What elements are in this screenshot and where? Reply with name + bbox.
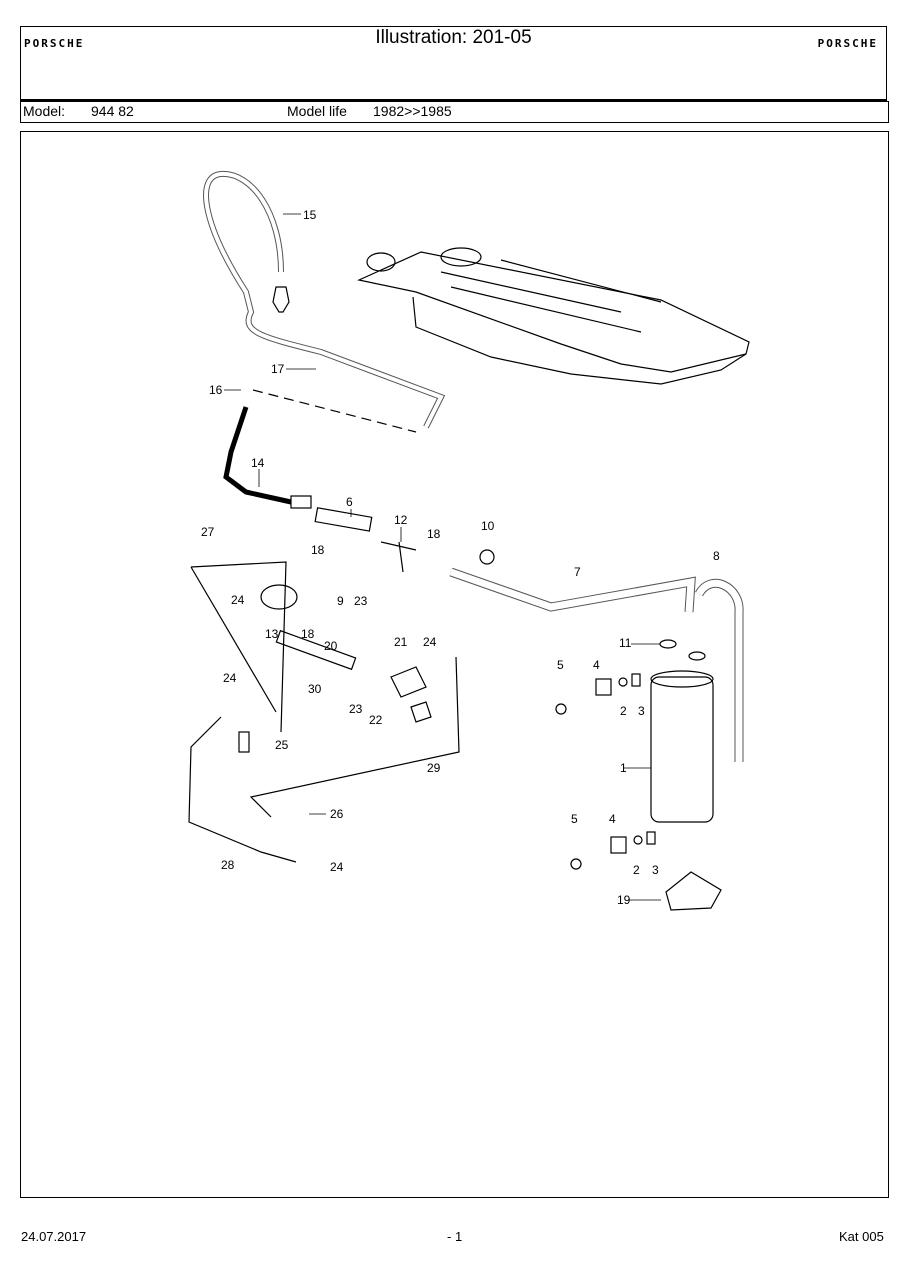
callout-24c: 24 <box>223 671 237 685</box>
callout-8: 8 <box>713 549 720 563</box>
callout-17: 17 <box>271 362 285 376</box>
callout-5a: 5 <box>557 658 564 672</box>
bracket-4-lower <box>610 836 627 854</box>
sleeve-3-lower <box>646 831 656 845</box>
nut-2-upper <box>618 677 628 687</box>
callout-22: 22 <box>369 713 383 727</box>
model-life-value: 1982>>1985 <box>373 103 452 119</box>
callout-3b: 3 <box>652 863 659 877</box>
valve-13 <box>260 584 298 610</box>
callout-1: 1 <box>620 761 627 775</box>
bracket-22 <box>410 701 432 723</box>
callout-4b: 4 <box>609 812 616 826</box>
line-27 <box>190 561 287 733</box>
hose-14 <box>223 406 292 505</box>
callout-7: 7 <box>574 565 581 579</box>
callout-19: 19 <box>617 893 631 907</box>
callout-23a: 23 <box>354 594 368 608</box>
header: PORSCHE Illustration: 201-05 PORSCHE <box>20 26 887 101</box>
fuel-tank-lower <box>412 296 747 385</box>
canister-1 <box>650 676 714 823</box>
tank-filler <box>366 252 396 272</box>
porsche-logo-right: PORSCHE <box>817 37 878 50</box>
ring-11 <box>659 639 677 649</box>
callout-5b: 5 <box>571 812 578 826</box>
hose-6 <box>314 507 373 532</box>
leader-lines <box>224 213 661 901</box>
callout-4a: 4 <box>593 658 600 672</box>
bolt-5-lower <box>570 858 582 870</box>
illustration-title: Illustration: 201-05 <box>375 27 532 48</box>
callout-13: 13 <box>265 627 279 641</box>
fuel-tank <box>357 251 750 373</box>
hose-30 <box>275 629 357 671</box>
tee-12 <box>380 541 417 573</box>
footer-page: - 1 <box>447 1229 463 1244</box>
callout-18b: 18 <box>311 543 325 557</box>
callout-25: 25 <box>275 738 289 752</box>
callout-21: 21 <box>394 635 408 649</box>
hose-8 <box>695 578 744 762</box>
switch-25 <box>238 731 250 753</box>
bolt-5-upper <box>555 703 567 715</box>
callout-20: 20 <box>324 639 338 653</box>
callout-2a: 2 <box>620 704 627 718</box>
clamp-19 <box>665 871 722 911</box>
valve-21 <box>390 666 427 698</box>
callout-28: 28 <box>221 858 235 872</box>
grommet-10 <box>479 549 495 565</box>
sleeve-3-upper <box>631 673 641 687</box>
callout-3a: 3 <box>638 704 645 718</box>
callout-10: 10 <box>481 519 495 533</box>
callout-16: 16 <box>209 383 223 397</box>
callout-11: 11 <box>619 636 632 650</box>
bracket-4-upper <box>595 678 612 696</box>
callout-29: 29 <box>427 761 441 775</box>
callout-30: 30 <box>308 682 322 696</box>
callout-24d: 24 <box>330 860 344 874</box>
footer-catalog: Kat 005 <box>839 1229 884 1244</box>
callout-27: 27 <box>201 525 215 539</box>
hose-15 <box>203 170 446 429</box>
callout-18a: 18 <box>427 527 441 541</box>
callout-12: 12 <box>394 513 408 527</box>
porsche-logo-left: PORSCHE <box>24 37 85 50</box>
line-29 <box>249 656 460 818</box>
callout-24b: 24 <box>423 635 437 649</box>
callout-6: 6 <box>346 495 353 509</box>
callout-labels: 15 17 16 14 6 12 18 10 8 27 18 9 23 7 24… <box>201 208 720 907</box>
callout-23b: 23 <box>349 702 363 716</box>
model-label: Model: <box>23 103 66 119</box>
parts-diagram: 15 17 16 14 6 12 18 10 8 27 18 9 23 7 24… <box>20 131 889 1198</box>
nut-2-lower <box>633 835 643 845</box>
callout-18c: 18 <box>301 627 315 641</box>
model-life-label: Model life <box>287 103 347 119</box>
callout-9: 9 <box>337 594 344 608</box>
callout-2b: 2 <box>633 863 640 877</box>
callout-26: 26 <box>330 807 344 821</box>
model-value: 944 82 <box>91 103 134 119</box>
footer-date: 24.07.2017 <box>21 1229 87 1244</box>
model-bar: Model: 944 82 Model life 1982>>1985 <box>20 101 889 123</box>
parts-diagram-drawing: 15 17 16 14 6 12 18 10 8 27 18 9 23 7 24… <box>188 170 750 911</box>
line-28 <box>188 716 297 863</box>
callout-24a: 24 <box>231 593 245 607</box>
callout-15: 15 <box>303 208 317 222</box>
callout-14: 14 <box>251 456 265 470</box>
